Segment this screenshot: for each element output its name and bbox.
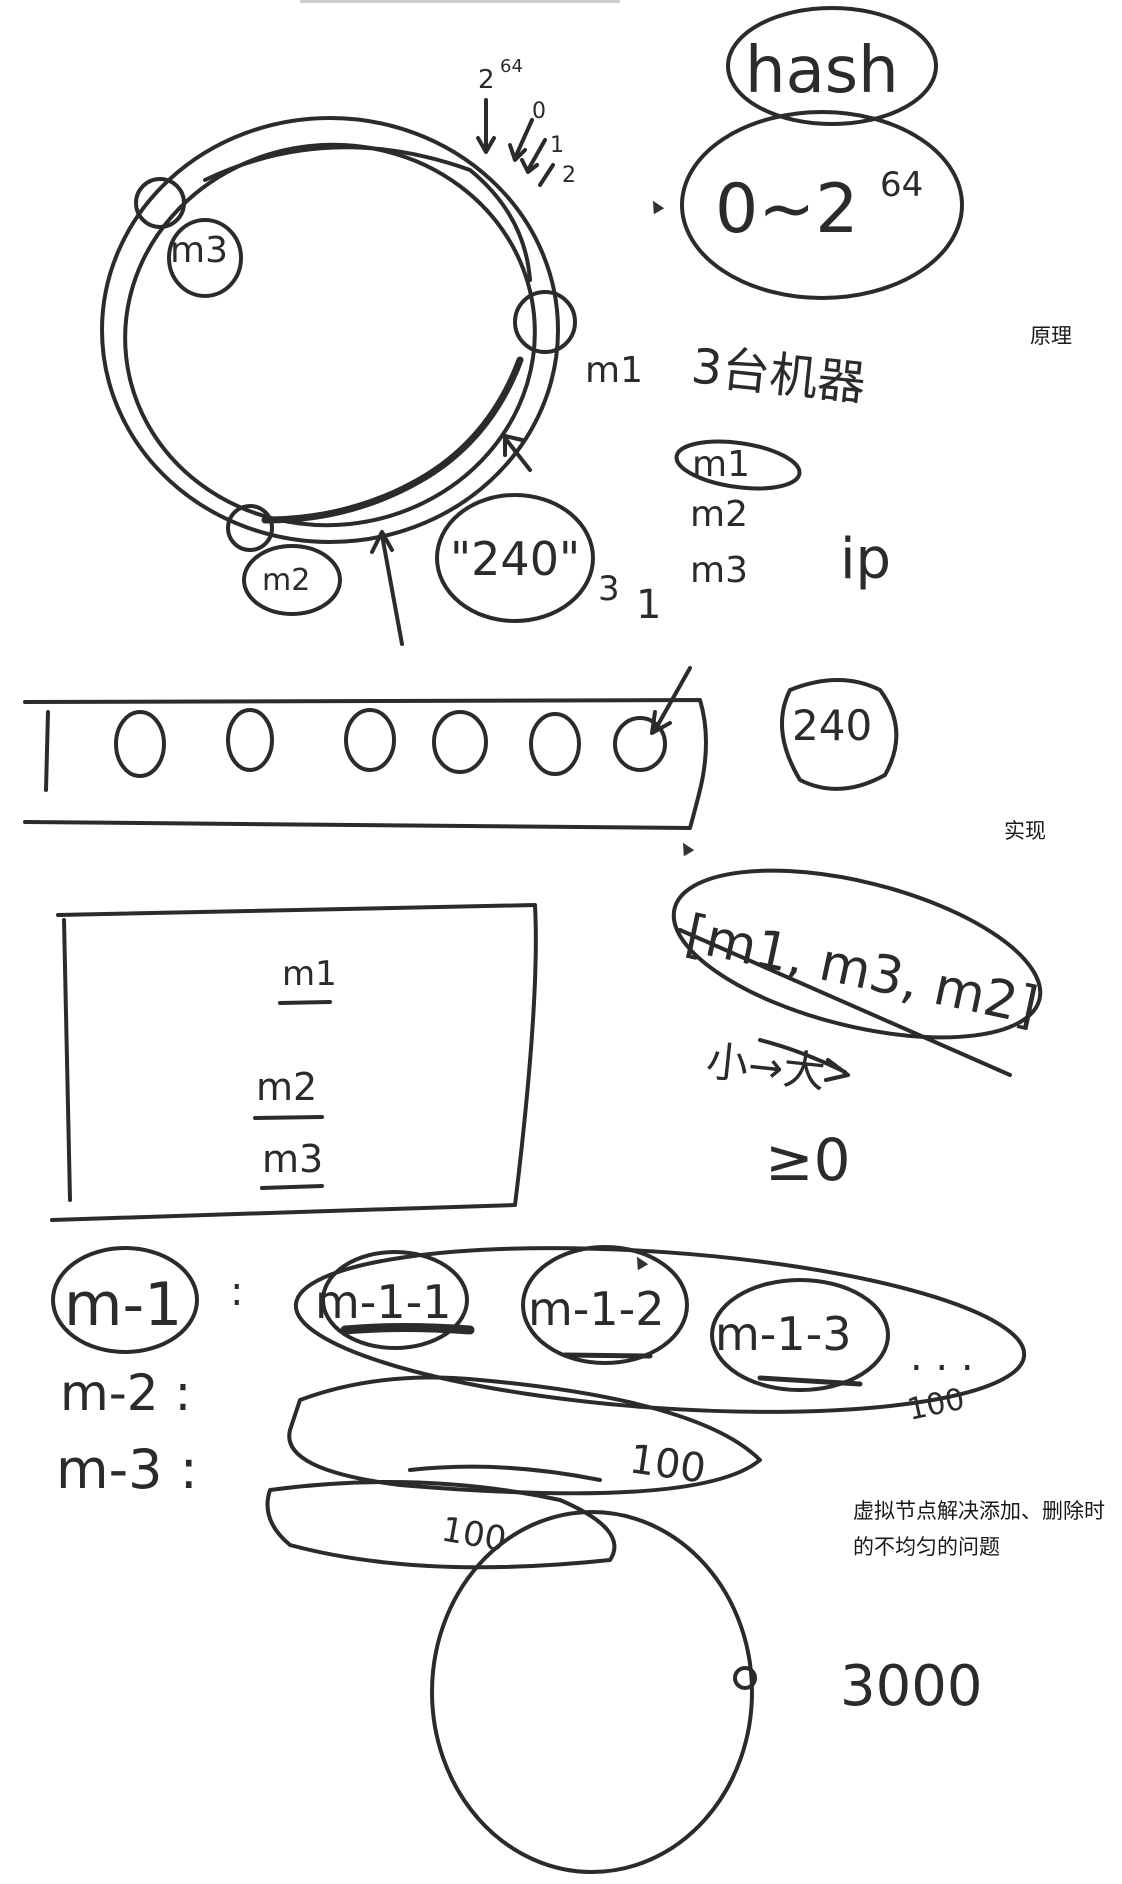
box-m1-text: m1 bbox=[282, 954, 337, 994]
small-to-big-text: 小→大 bbox=[704, 1036, 828, 1097]
ring-thick-arc bbox=[261, 356, 524, 524]
gte-zero-text: ≥0 bbox=[765, 1126, 851, 1194]
bit-0-c bbox=[344, 708, 396, 772]
v-m1-2-text: m-1-2 bbox=[528, 1282, 665, 1336]
range-oval bbox=[680, 110, 964, 300]
top-2b-text: 2 bbox=[562, 163, 576, 188]
v-m1-1-oval bbox=[321, 1250, 469, 1350]
arrow-2-64 bbox=[476, 98, 496, 154]
arrow-0 bbox=[508, 118, 534, 162]
list-m2-text: m2 bbox=[690, 494, 748, 535]
val-240-text: "240" bbox=[450, 532, 580, 586]
v-m1-3-oval bbox=[710, 1278, 890, 1392]
bit-1 bbox=[44, 710, 50, 792]
arrow-2 bbox=[538, 163, 555, 187]
v-m1-oval bbox=[51, 1246, 199, 1354]
node-m1-text: m1 bbox=[585, 350, 643, 391]
range-text: 0~2 bbox=[715, 170, 859, 249]
bit-0-b bbox=[226, 708, 274, 772]
top-1-text: 1 bbox=[550, 133, 564, 158]
small-ring bbox=[430, 1510, 754, 1874]
list-m1-text: m1 bbox=[692, 444, 750, 485]
v-m2-inner-line bbox=[408, 1464, 602, 1482]
three-machines-text: 3台机器 bbox=[689, 338, 868, 412]
arrow-1 bbox=[520, 138, 547, 174]
hash-ring-inner bbox=[123, 142, 537, 528]
bit-array-box bbox=[23, 698, 708, 830]
v-m3-text: m-3 : bbox=[56, 1438, 198, 1501]
ip-text: ip bbox=[840, 527, 891, 592]
val-3-text: 3 bbox=[598, 569, 620, 609]
v-m1-3-thick bbox=[757, 1375, 863, 1387]
v-m1-3-text: m-1-3 bbox=[715, 1307, 852, 1361]
small-to-big-arrow bbox=[758, 1038, 850, 1082]
bit-0-f bbox=[613, 716, 667, 772]
small-ring-node bbox=[733, 1666, 757, 1690]
v-m1-1-text: m-1-1 bbox=[315, 1275, 452, 1329]
top-scrollbar bbox=[300, 0, 620, 3]
v-3000-text: 3000 bbox=[840, 1654, 983, 1719]
bit-0-a bbox=[114, 710, 166, 778]
arrow-to-last-bit bbox=[650, 666, 692, 735]
v-dots-text: . . . bbox=[910, 1334, 974, 1380]
box-m2-underline bbox=[253, 1115, 324, 1120]
node-m2-text: m2 bbox=[262, 563, 310, 598]
v-m1-text: m-1 bbox=[64, 1270, 182, 1340]
hash-text: hash bbox=[745, 34, 899, 108]
zuo-text: 240 bbox=[792, 701, 872, 750]
val-1-text: 1 bbox=[636, 582, 661, 628]
v-colon-text: : bbox=[230, 1269, 243, 1315]
zuo-oval bbox=[780, 678, 899, 791]
box-m1-underline bbox=[278, 1000, 332, 1005]
ring-inner-stroke bbox=[203, 145, 532, 282]
top-64-text: 64 bbox=[500, 56, 523, 77]
list-m3-text: m3 bbox=[690, 550, 748, 591]
box-m3-underline bbox=[260, 1184, 324, 1190]
v-m1-1-thick bbox=[340, 1323, 475, 1335]
m2-oval bbox=[242, 544, 342, 616]
machine-box bbox=[50, 903, 538, 1222]
m3-oval bbox=[167, 218, 243, 298]
v-m1-2-thick bbox=[562, 1352, 653, 1359]
top-0-text: 0 bbox=[532, 99, 546, 124]
ring-node-m1 bbox=[513, 290, 577, 354]
v-m2-text: m-2 : bbox=[60, 1364, 191, 1422]
box-m3-text: m3 bbox=[262, 1137, 323, 1181]
v-m1-2-oval bbox=[521, 1245, 689, 1365]
top-2-text: 2 bbox=[478, 65, 495, 95]
label-implementation: 实现 bbox=[1004, 819, 1046, 843]
array-text: [m1, m3, m2] bbox=[680, 904, 1043, 1037]
v-m2-oval bbox=[287, 1375, 762, 1496]
arrow-up-short bbox=[503, 434, 532, 472]
label-virtual-nodes: 虚拟节点解决添加、删除时的不均匀的问题 bbox=[853, 1499, 1105, 1559]
hash-oval bbox=[726, 6, 938, 126]
ring-node-top-left bbox=[134, 177, 186, 229]
bit-0-d bbox=[432, 710, 488, 774]
v-100c-text: 100 bbox=[438, 1509, 509, 1560]
array-oval bbox=[671, 868, 1043, 1040]
node-m3-text: m3 bbox=[170, 230, 228, 271]
v-m3-oval bbox=[265, 1480, 617, 1570]
list-m1-oval bbox=[674, 439, 802, 491]
machine-box-left bbox=[62, 918, 72, 1202]
arrow-up-long bbox=[370, 530, 404, 646]
array-strike bbox=[678, 928, 1012, 1077]
range-exp-text: 64 bbox=[880, 165, 923, 205]
v-100a-text: 100 bbox=[904, 1382, 967, 1428]
val-240-oval bbox=[435, 493, 595, 623]
hash-ring-outer bbox=[100, 116, 560, 544]
v-100b-text: 100 bbox=[627, 1436, 709, 1492]
box-m2-text: m2 bbox=[256, 1065, 317, 1109]
label-principle: 原理 bbox=[1030, 324, 1072, 348]
bit-0-e bbox=[529, 712, 581, 776]
ring-node-m2 bbox=[226, 504, 274, 552]
